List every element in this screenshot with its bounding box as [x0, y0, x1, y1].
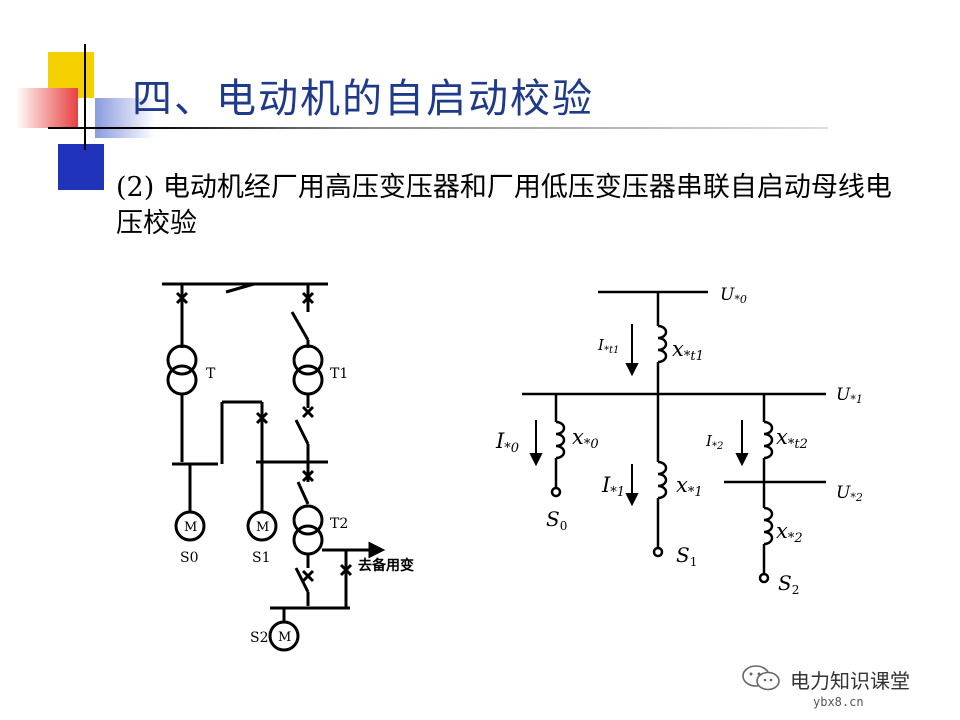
arrow-i1	[625, 493, 639, 507]
watermark-url: ybx8.cn	[813, 695, 864, 709]
motor-label-s2: M	[278, 630, 291, 645]
label-S2: S2	[250, 630, 269, 646]
label-s1: S1	[676, 543, 697, 569]
deco-blue-square	[58, 144, 104, 190]
arrow-i2	[735, 453, 749, 467]
left-schematic: T T1 T2 M M M S0 S1 S2 去备用变	[162, 282, 414, 652]
label-x1: x*1	[676, 473, 703, 500]
arrow-i0	[529, 453, 543, 467]
label-s0: S0	[546, 507, 567, 533]
label-S0: S0	[180, 550, 199, 566]
right-equivalent-circuit: U*0 I*t1 x*t1 U*1 I*0 x*0 I*2 x*t2 I*1 x…	[495, 285, 863, 597]
label-S1: S1	[252, 550, 271, 566]
label-xt1: x*t1	[672, 337, 704, 364]
label-i2: I*2	[705, 432, 723, 452]
inductor-x0	[555, 420, 566, 460]
label-u2: U*2	[836, 483, 863, 504]
label-x0: x*0	[572, 425, 599, 452]
label-T: T	[206, 366, 216, 382]
motor-label-s1: M	[256, 520, 269, 535]
label-i1: I*1	[601, 473, 625, 500]
deco-vertical-line	[84, 44, 86, 150]
deco-red-square	[16, 88, 78, 128]
label-u0: U*0	[720, 285, 747, 306]
label-T1: T1	[330, 366, 348, 382]
label-s2: S2	[778, 571, 799, 597]
label-it1: I*t1	[597, 336, 619, 356]
inductor-x2	[763, 506, 774, 546]
label-standby: 去备用变	[358, 557, 414, 574]
inductor-xt2	[763, 420, 774, 460]
deco-blue-fade	[95, 98, 155, 138]
inductor-x1	[657, 460, 668, 500]
label-i0: I*0	[495, 429, 519, 456]
bus-switch	[225, 282, 255, 294]
page-title: 四、电动机的自启动校验	[132, 76, 594, 122]
page-subtitle: (2) 电动机经厂用高压变压器和厂用低压变压器串联自启动母线电压校验	[116, 172, 892, 239]
arrow-it1	[625, 363, 639, 377]
label-x2: x*2	[776, 519, 803, 546]
deco-horizontal-line	[48, 127, 828, 129]
watermark-text: 电力知识课堂	[790, 669, 910, 693]
label-u1: U*1	[836, 385, 863, 406]
wechat-logo-icon	[742, 665, 780, 691]
t1-switch	[290, 311, 310, 341]
inductor-xt1	[657, 324, 668, 364]
label-T2: T2	[330, 516, 348, 532]
label-xt2: x*t2	[776, 425, 808, 452]
motor-label-s0: M	[184, 520, 197, 535]
